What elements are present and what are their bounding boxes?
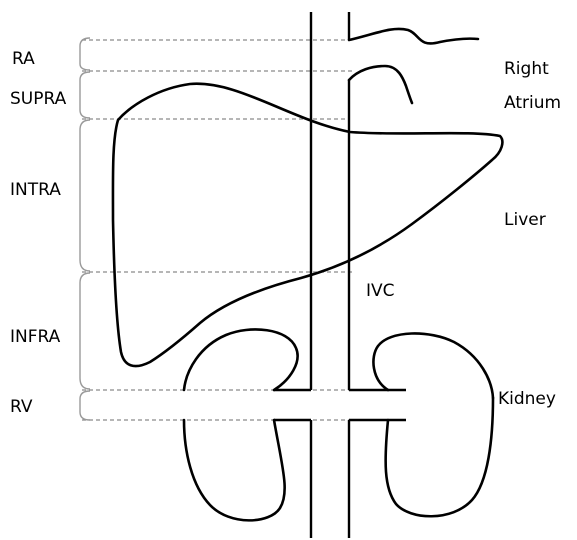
right-atrium-outline	[349, 29, 478, 103]
right-kidney	[349, 333, 493, 516]
label-ra: RA	[12, 49, 35, 69]
label-infra: INFRA	[10, 327, 61, 347]
label-liver: Liver	[504, 210, 546, 230]
rv-bracket	[80, 391, 90, 420]
segment-brackets	[80, 38, 90, 420]
intra-bracket	[80, 120, 90, 271]
atrium-upper-curve	[349, 29, 478, 44]
label-atrium: Atrium	[504, 93, 561, 113]
atrium-lower-curve	[349, 66, 412, 103]
right-kidney-upper	[373, 333, 493, 398]
label-kidney: Kidney	[498, 389, 556, 409]
label-supra: SUPRA	[10, 89, 67, 109]
ra-bracket	[80, 38, 90, 70]
left-kidney-lower	[184, 420, 285, 520]
left-kidney	[184, 329, 311, 520]
right-kidney-lower	[386, 398, 493, 516]
left-kidney-upper	[184, 329, 298, 390]
label-ivc: IVC	[366, 281, 395, 301]
infra-bracket	[80, 273, 90, 389]
supra-bracket	[80, 72, 90, 118]
label-rv: RV	[10, 397, 33, 417]
label-right: Right	[504, 59, 549, 79]
liver-outline	[113, 84, 502, 366]
ivc-walls	[311, 12, 349, 538]
label-intra: INTRA	[10, 180, 61, 200]
